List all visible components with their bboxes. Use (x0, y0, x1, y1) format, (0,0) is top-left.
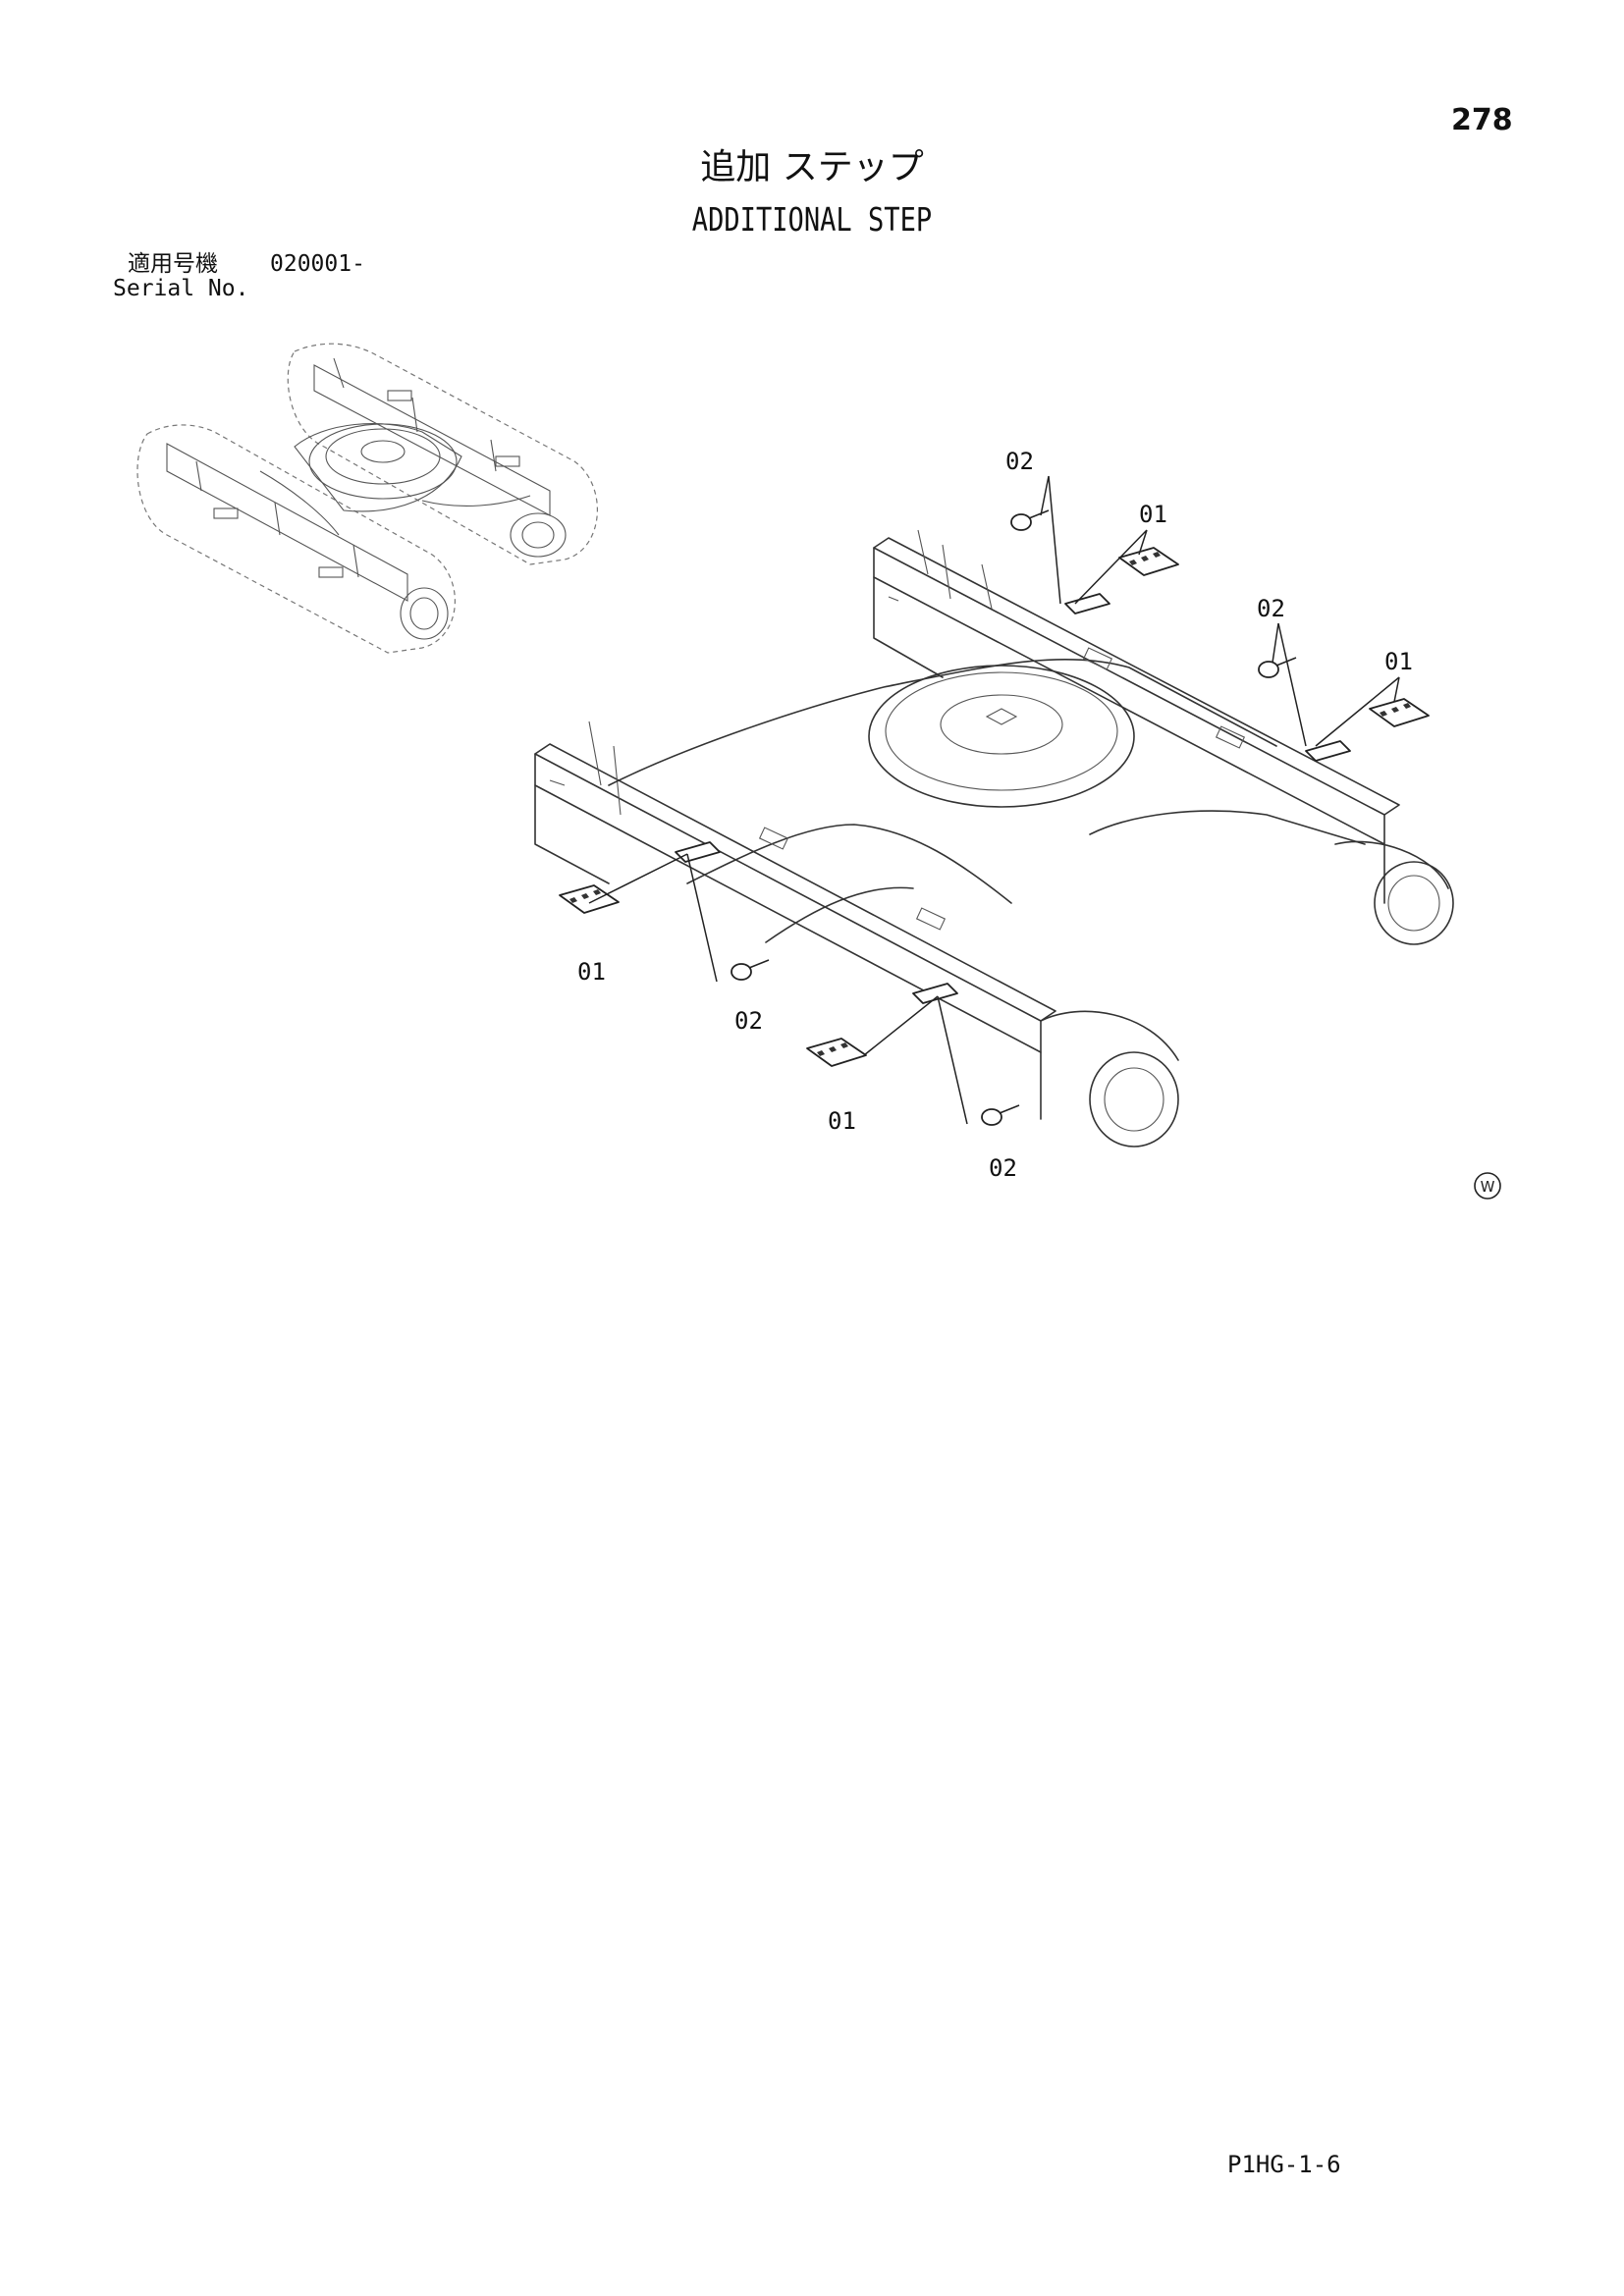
drawing-code: P1HG-1-6 (1227, 2151, 1341, 2178)
callout-label: 01 (577, 958, 606, 986)
callout-label: 01 (828, 1107, 856, 1135)
callout-label: 02 (1005, 448, 1034, 475)
bolt-part-icon (981, 1104, 1020, 1126)
main-undercarriage-drawing (534, 529, 1454, 1148)
leader-lines (588, 475, 1400, 1125)
circled-mark-letter: W (1481, 1178, 1495, 1196)
page-number: 278 (1451, 103, 1513, 137)
bolt-part-icon (1010, 509, 1050, 531)
step-part-icon (806, 1038, 867, 1067)
step-part-icon (1369, 698, 1430, 727)
page-title-japanese: 追加 ステップ (700, 147, 924, 187)
serial-label-japanese: 適用号機 (128, 251, 218, 277)
serial-number-value: 020001- (270, 251, 365, 277)
bolt-part-icon (731, 959, 770, 981)
step-part-icon (1118, 547, 1179, 576)
callout-label: 01 (1384, 648, 1413, 675)
step-part-icon (559, 884, 620, 914)
callout-label: 02 (989, 1154, 1017, 1182)
page-title-english: ADDITIONAL STEP (691, 200, 933, 239)
step-mount-marks (675, 593, 1351, 1004)
callout-label: 02 (734, 1007, 763, 1035)
overview-undercarriage-drawing (136, 343, 598, 654)
circled-w-mark: W (1474, 1172, 1501, 1200)
serial-label-english: Serial No. (113, 276, 249, 301)
callout-label: 02 (1257, 595, 1285, 622)
callout-label: 01 (1139, 501, 1167, 528)
